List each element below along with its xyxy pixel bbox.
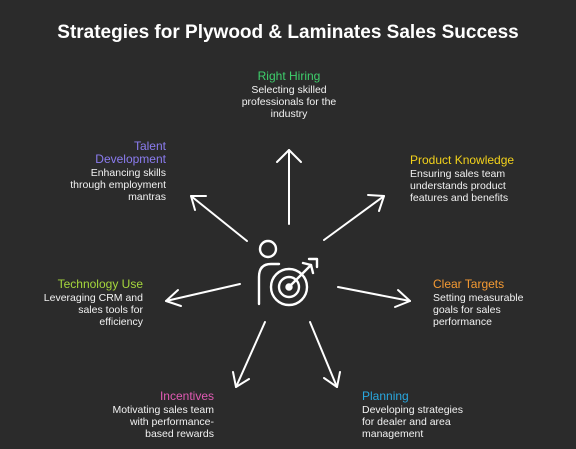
arrow-incentives [232, 321, 266, 388]
strategy-right-hiring: Right Hiring Selecting skilled professio… [230, 69, 348, 121]
strategy-clear-targets: Clear Targets Setting measurable goals f… [433, 277, 535, 329]
strategy-description: Leveraging CRM and sales tools for effic… [43, 292, 143, 328]
person-with-target-icon [257, 239, 319, 307]
strategy-technology-use: Technology Use Leveraging CRM and sales … [40, 277, 143, 329]
arrow-clear-targets [337, 286, 411, 308]
strategy-incentives: Incentives Motivating sales team with pe… [102, 389, 214, 441]
arrow-planning [309, 321, 341, 388]
strategy-title: Incentives [159, 389, 214, 403]
strategy-title: Planning [362, 389, 409, 403]
diagram-title: Strategies for Plywood & Laminates Sales… [57, 22, 519, 43]
arrow-right-hiring [276, 149, 302, 225]
strategy-product-knowledge: Product Knowledge Ensuring sales team un… [410, 153, 532, 205]
arrow-technology-use [165, 283, 241, 307]
strategy-description: Enhancing skills through employment mant… [70, 167, 166, 203]
strategy-talent-development: Talent Development Enhancing skills thro… [62, 139, 166, 204]
strategy-description: Setting measurable goals for sales perfo… [433, 292, 524, 328]
strategy-title: Talent Development [95, 139, 166, 166]
strategy-description: Developing strategies for dealer and are… [362, 404, 463, 440]
strategy-title: Clear Targets [433, 277, 505, 291]
strategy-description: Selecting skilled professionals for the … [241, 84, 337, 120]
strategy-planning: Planning Developing strategies for deale… [362, 389, 470, 441]
strategy-title: Product Knowledge [410, 153, 515, 167]
strategy-title: Right Hiring [257, 69, 321, 83]
arrow-product-knowledge [323, 194, 385, 241]
arrow-talent-development [190, 195, 248, 242]
strategy-description: Motivating sales team with performance-b… [112, 404, 214, 440]
strategy-title: Technology Use [57, 277, 143, 291]
strategy-description: Ensuring sales team understands product … [410, 168, 509, 204]
